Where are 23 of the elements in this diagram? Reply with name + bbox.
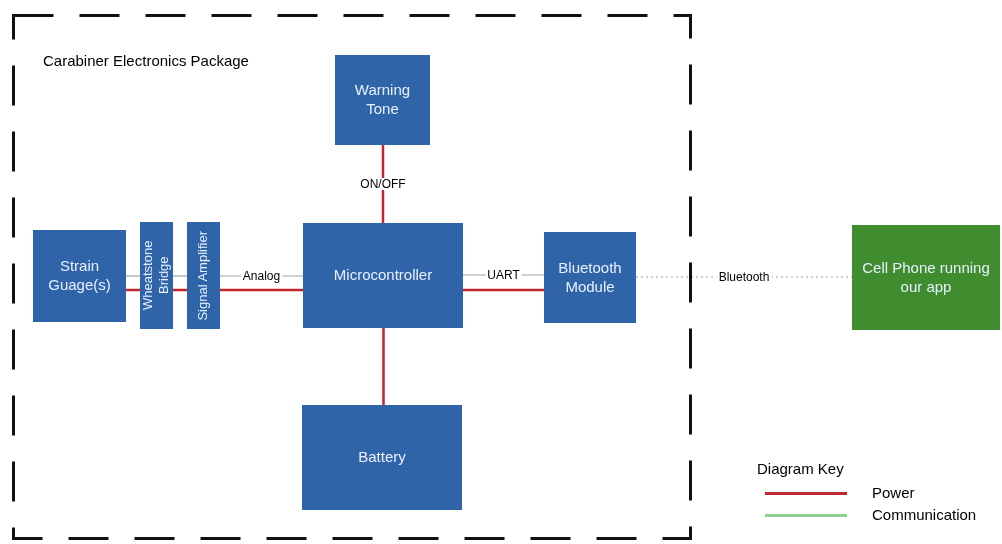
connector-line [220, 288, 303, 292]
legend-label: Power [872, 484, 915, 504]
legend-label: Communication [872, 506, 977, 526]
vertical-process-box: Wheatstone Bridge [140, 222, 173, 329]
legend-title: Diagram Key [757, 460, 845, 479]
process-box: Cell Phone running our app [852, 225, 1000, 330]
edge-label: ON/OFF [358, 178, 408, 190]
connector-line [381, 145, 385, 223]
connector-line [382, 328, 385, 405]
process-box: Bluetooth Module [544, 232, 636, 323]
connector-line [125, 275, 141, 277]
connector-line [463, 288, 544, 292]
edge-label: UART [485, 269, 522, 281]
edge-label: Bluetooth [716, 271, 772, 283]
process-box: Warning Tone [335, 55, 430, 145]
connector-line [172, 275, 188, 277]
process-box: Battery [302, 405, 462, 510]
package-title: Carabiner Electronics Package [43, 51, 249, 71]
process-box: Strain Guage(s) [33, 230, 126, 322]
process-box: Microcontroller [303, 223, 463, 328]
edge-label: Analog [240, 270, 283, 282]
package-boundary [12, 14, 692, 540]
vertical-process-box: Signal Amplifier [187, 222, 220, 329]
